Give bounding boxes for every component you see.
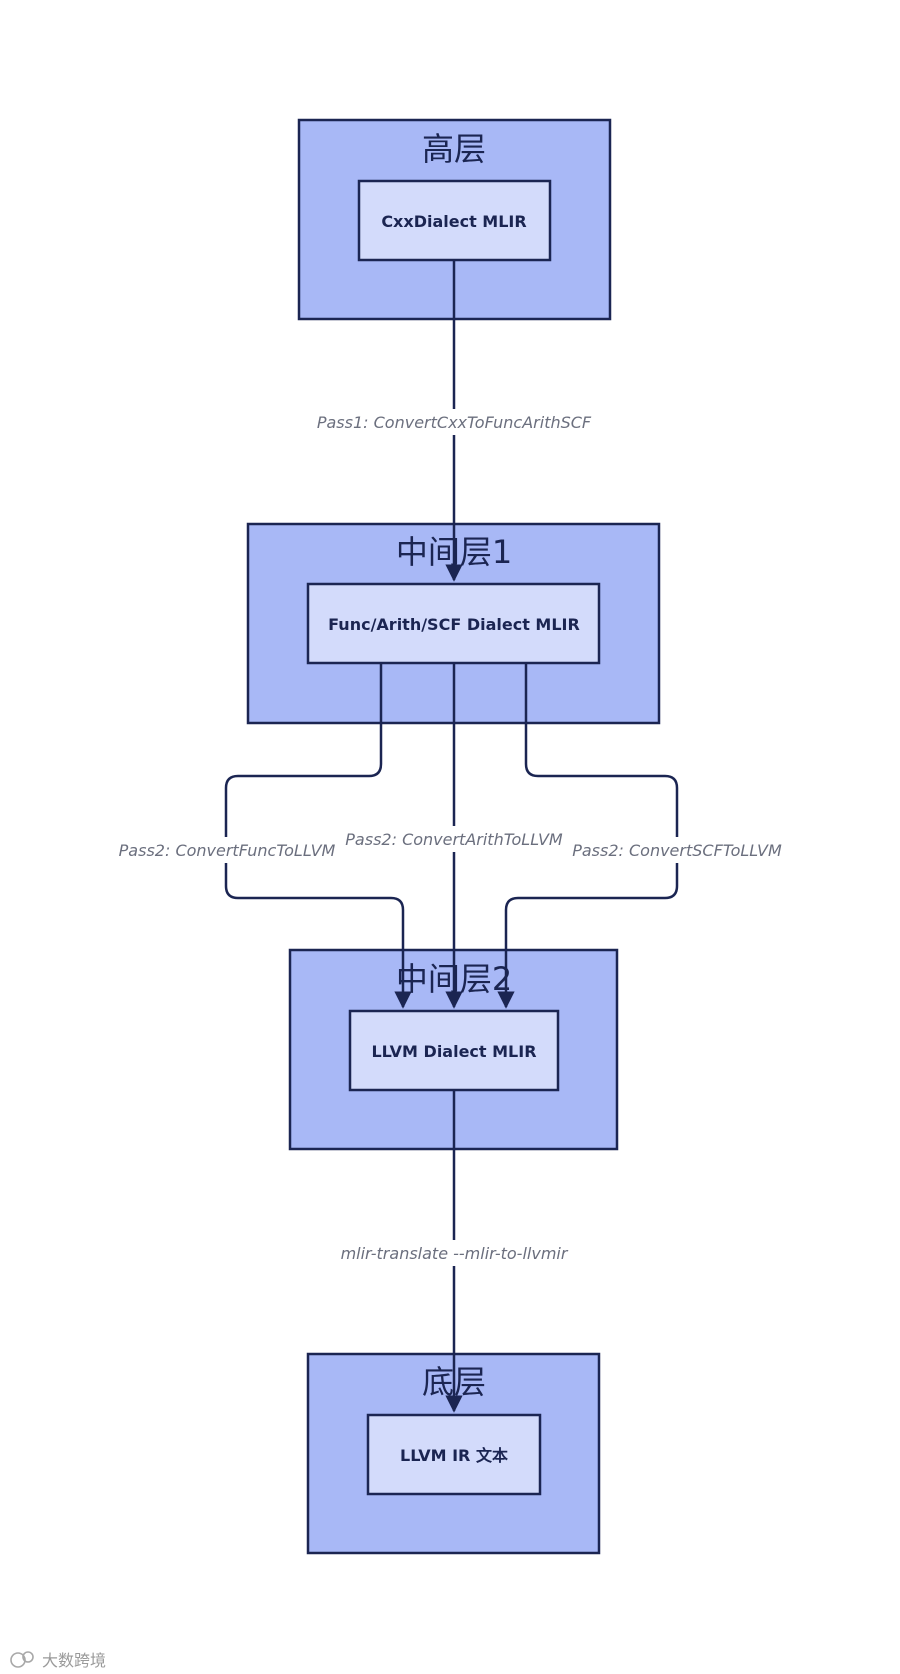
- edge-pass2-func-label-bg: [118, 837, 336, 863]
- edge-translate-label-bg: [334, 1240, 574, 1266]
- edge-pass2-arith-label: Pass2: ConvertArithToLLVM: [345, 830, 563, 849]
- node-func-arith-scf-label: Func/Arith/SCF Dialect MLIR: [328, 615, 580, 634]
- edge-pass2-arith: Pass2: ConvertArithToLLVM: [344, 663, 564, 1009]
- node-llvm-dialect-label: LLVM Dialect MLIR: [371, 1042, 536, 1061]
- edge-translate: mlir-translate --mlir-to-llvmir: [334, 1090, 574, 1413]
- edge-pass1-label-bg: [320, 409, 588, 435]
- edge-pass2-scf-label: Pass2: ConvertSCFToLLVM: [572, 841, 782, 860]
- node-cxx-dialect-label: CxxDialect MLIR: [381, 212, 526, 231]
- node-cxx-dialect-box: [357, 179, 552, 262]
- edge-pass1: Pass1: ConvertCxxToFuncArithSCF: [317, 260, 592, 582]
- watermark: 大数跨境: [10, 1651, 106, 1670]
- node-llvm-ir-label: LLVM IR 文本: [400, 1446, 508, 1465]
- edge-pass2-func: Pass2: ConvertFuncToLLVM: [118, 663, 412, 1009]
- layer-mid1: 中间层1 Func/Arith/SCF Dialect MLIR: [246, 522, 661, 725]
- layer-top-title: 高层: [422, 130, 486, 168]
- watermark-text: 大数跨境: [42, 1651, 106, 1670]
- watermark-logo-icon: [10, 1651, 34, 1668]
- edge-pass1-label: Pass1: ConvertCxxToFuncArithSCF: [317, 413, 592, 432]
- edge-pass2-scf-label-bg: [570, 837, 784, 863]
- edge-pass2-scf: Pass2: ConvertSCFToLLVM: [497, 663, 784, 1009]
- edge-pass2-arith-label-bg: [344, 826, 564, 852]
- node-llvm-ir-box: [366, 1413, 542, 1496]
- edge-translate-label: mlir-translate --mlir-to-llvmir: [341, 1244, 569, 1263]
- edge-pass2-func-label: Pass2: ConvertFuncToLLVM: [119, 841, 336, 860]
- node-llvm-dialect-box: [348, 1009, 560, 1092]
